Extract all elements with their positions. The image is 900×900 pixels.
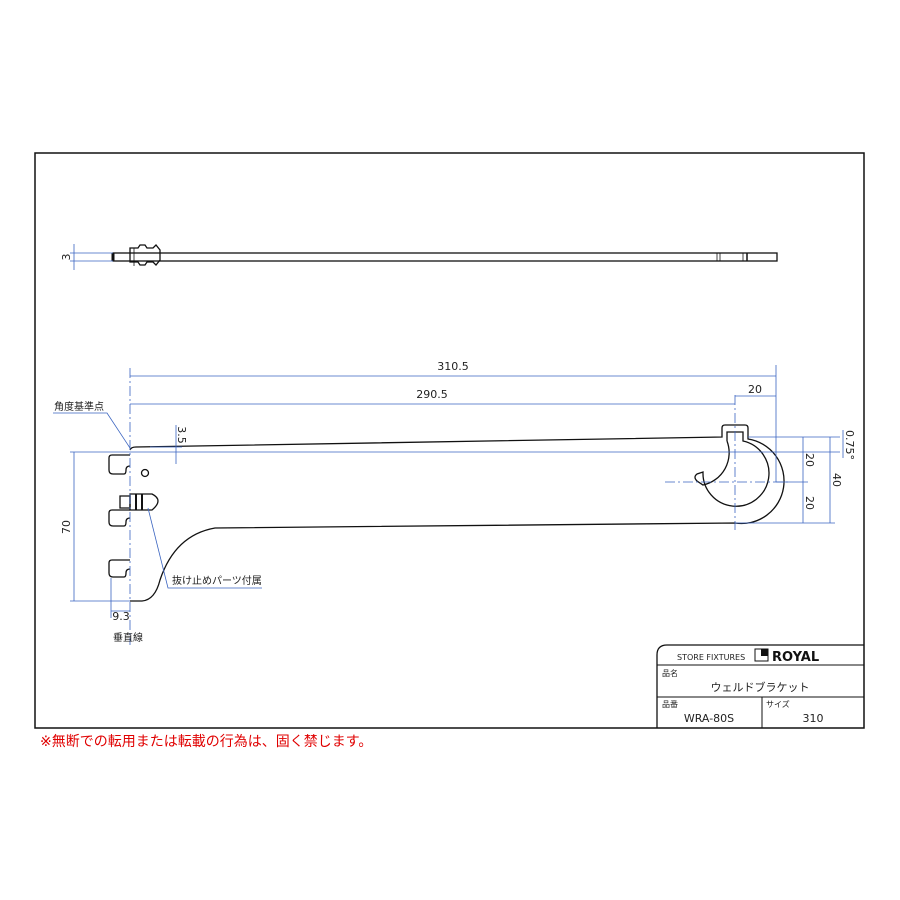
copyright-notice: ※無断での転用または転載の行為は、固く禁じます。: [40, 734, 373, 750]
label-vertical-line: 垂直線: [113, 631, 143, 644]
side-view: 310.5 290.5 20 3.5 70 9.3 20 20 40 0.75°…: [53, 360, 856, 645]
dim-overall-length: 310.5: [437, 360, 469, 373]
product-name: ウェルドブラケット: [711, 680, 810, 694]
label-angle-reference: 角度基準点: [54, 400, 104, 413]
royal-logo-icon: ROYAL: [754, 648, 819, 665]
dim-thickness: 3: [60, 254, 73, 261]
size-label: サイズ: [766, 699, 790, 709]
drawing-frame: [34, 152, 865, 729]
part-no: WRA-80S: [684, 712, 734, 725]
part-no-label: 品番: [662, 699, 678, 709]
dim-ring-lower: 20: [803, 496, 816, 510]
dim-top-offset: 3.5: [175, 426, 188, 444]
company-tag: STORE FIXTURES: [677, 653, 745, 662]
dim-length-to-center: 290.5: [416, 388, 448, 401]
dim-slot-depth: 9.3: [112, 610, 130, 623]
product-name-label: 品名: [662, 668, 678, 678]
title-block: STORE FIXTURES ROYAL 品名 ウェルドブラケット 品番 WRA…: [656, 644, 864, 728]
dim-ring-offset: 20: [748, 383, 762, 396]
dim-ring-upper: 20: [803, 453, 816, 467]
label-retaining-part: 抜け止めパーツ付属: [172, 574, 262, 587]
brand-name: ROYAL: [772, 650, 819, 665]
top-view: 3: [60, 244, 778, 270]
dim-angle: 0.75°: [843, 430, 856, 460]
size-value: 310: [803, 712, 824, 725]
dim-height: 70: [60, 520, 73, 534]
dim-ring-total: 40: [830, 473, 843, 487]
